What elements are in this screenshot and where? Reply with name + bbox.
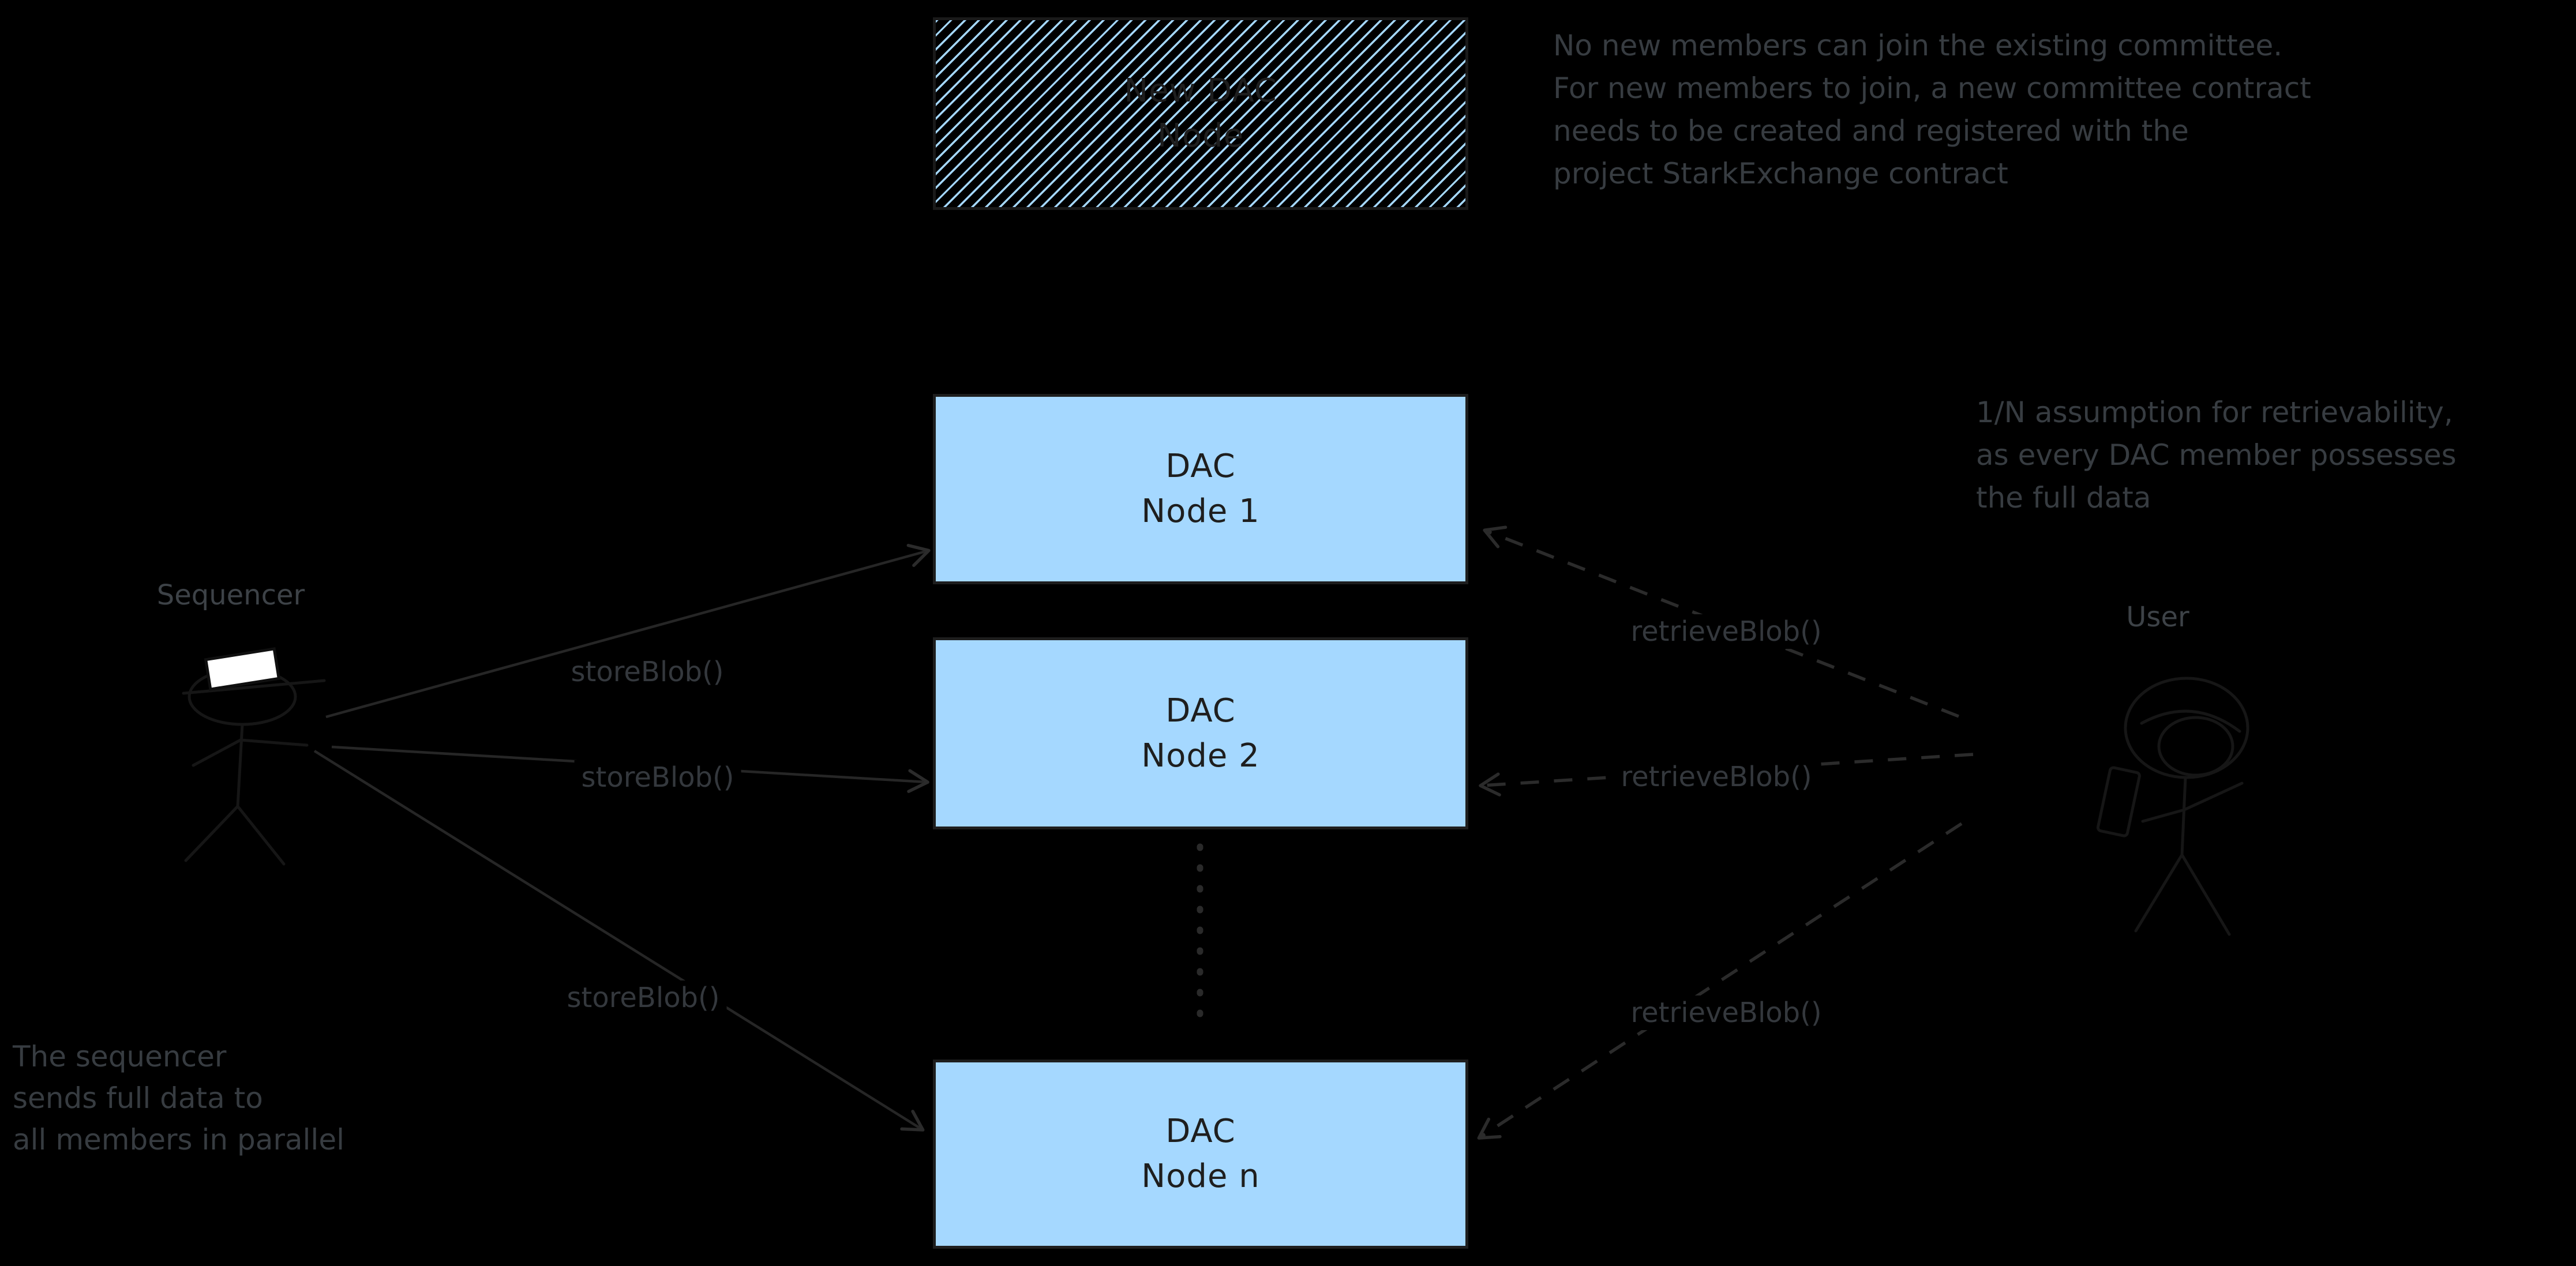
sequencer-hat-icon	[204, 647, 281, 691]
sequencer-body	[236, 723, 244, 808]
sequencer-note-line: sends full data to	[13, 1081, 263, 1115]
user-leg-left	[2134, 853, 2184, 933]
dac-node-n-label-line2: Node n	[1141, 1158, 1260, 1195]
committee-note-line: No new members can join the existing com…	[1553, 29, 2283, 62]
new-dac-node-label-line2: Node	[1157, 117, 1244, 155]
sequencer-figure	[182, 647, 326, 866]
store-blob-label-2: storeBlob()	[574, 760, 741, 795]
sequencer-leg-right	[236, 805, 286, 866]
user-figure	[2096, 677, 2249, 936]
user-hair	[2124, 677, 2249, 779]
sequencer-note-line: all members in parallel	[13, 1123, 344, 1156]
retrieve-blob-label-3: retrieveBlob()	[1623, 995, 1829, 1030]
new-dac-node-label-line1: New DAC	[1124, 72, 1277, 110]
dac-node-n-label-line1: DAC	[1165, 1113, 1236, 1150]
store-arrow-node1	[325, 543, 931, 719]
retrieve-arrow-node1	[1483, 525, 1960, 718]
retrieve-blob-label-1: retrieveBlob()	[1623, 614, 1829, 649]
committee-note-line: needs to be created and registered with …	[1553, 114, 2189, 148]
store-arrows	[313, 543, 931, 1132]
new-dac-node-box: New DAC Node	[933, 17, 1468, 210]
retrievability-note-line: the full data	[1976, 481, 2151, 514]
dac-node-2-label-line2: Node 2	[1141, 737, 1260, 775]
dac-node-2-label-line1: DAC	[1165, 692, 1236, 730]
store-blob-label-1: storeBlob()	[564, 655, 731, 689]
user-bag	[2096, 766, 2141, 837]
retrievability-note-line: as every DAC member possesses	[1976, 438, 2457, 472]
store-blob-label-3: storeBlob()	[560, 981, 727, 1015]
sequencer-note-line: The sequencer	[13, 1040, 227, 1073]
user-hair-fringe	[2140, 709, 2241, 733]
retrievability-note: 1/N assumption for retrievability, as ev…	[1976, 391, 2457, 519]
sequencer-arm-right	[239, 738, 309, 747]
dac-node-1-box: DAC Node 1	[933, 394, 1468, 584]
committee-note-line: For new members to join, a new committee…	[1553, 72, 2311, 105]
sequencer-hat-brim	[182, 679, 326, 695]
dac-node-1-label-line1: DAC	[1165, 448, 1236, 485]
user-arm-right	[2183, 782, 2244, 812]
sequencer-arm-left	[192, 738, 242, 767]
retrievability-note-line: 1/N assumption for retrievability,	[1976, 396, 2453, 429]
sequencer-label: Sequencer	[156, 579, 305, 611]
dac-node-2-box: DAC Node 2	[933, 637, 1468, 829]
sequencer-note: The sequencer sends full data to all mem…	[13, 1036, 344, 1160]
retrieve-arrow-noden	[1477, 822, 1963, 1140]
user-body	[2180, 776, 2187, 856]
dac-node-n-box: DAC Node n	[933, 1060, 1468, 1249]
sequencer-leg-left	[184, 805, 239, 862]
retrieve-blob-label-2: retrieveBlob()	[1614, 760, 1819, 794]
user-head	[2157, 716, 2234, 777]
dac-node-1-label-line2: Node 1	[1141, 493, 1260, 530]
user-arm-left	[2141, 808, 2186, 823]
committee-note: No new members can join the existing com…	[1553, 24, 2311, 195]
store-arrow-noden	[313, 750, 925, 1132]
user-leg-right	[2180, 853, 2231, 936]
user-label: User	[2126, 601, 2189, 633]
committee-note-line: project StarkExchange contract	[1553, 157, 2008, 190]
